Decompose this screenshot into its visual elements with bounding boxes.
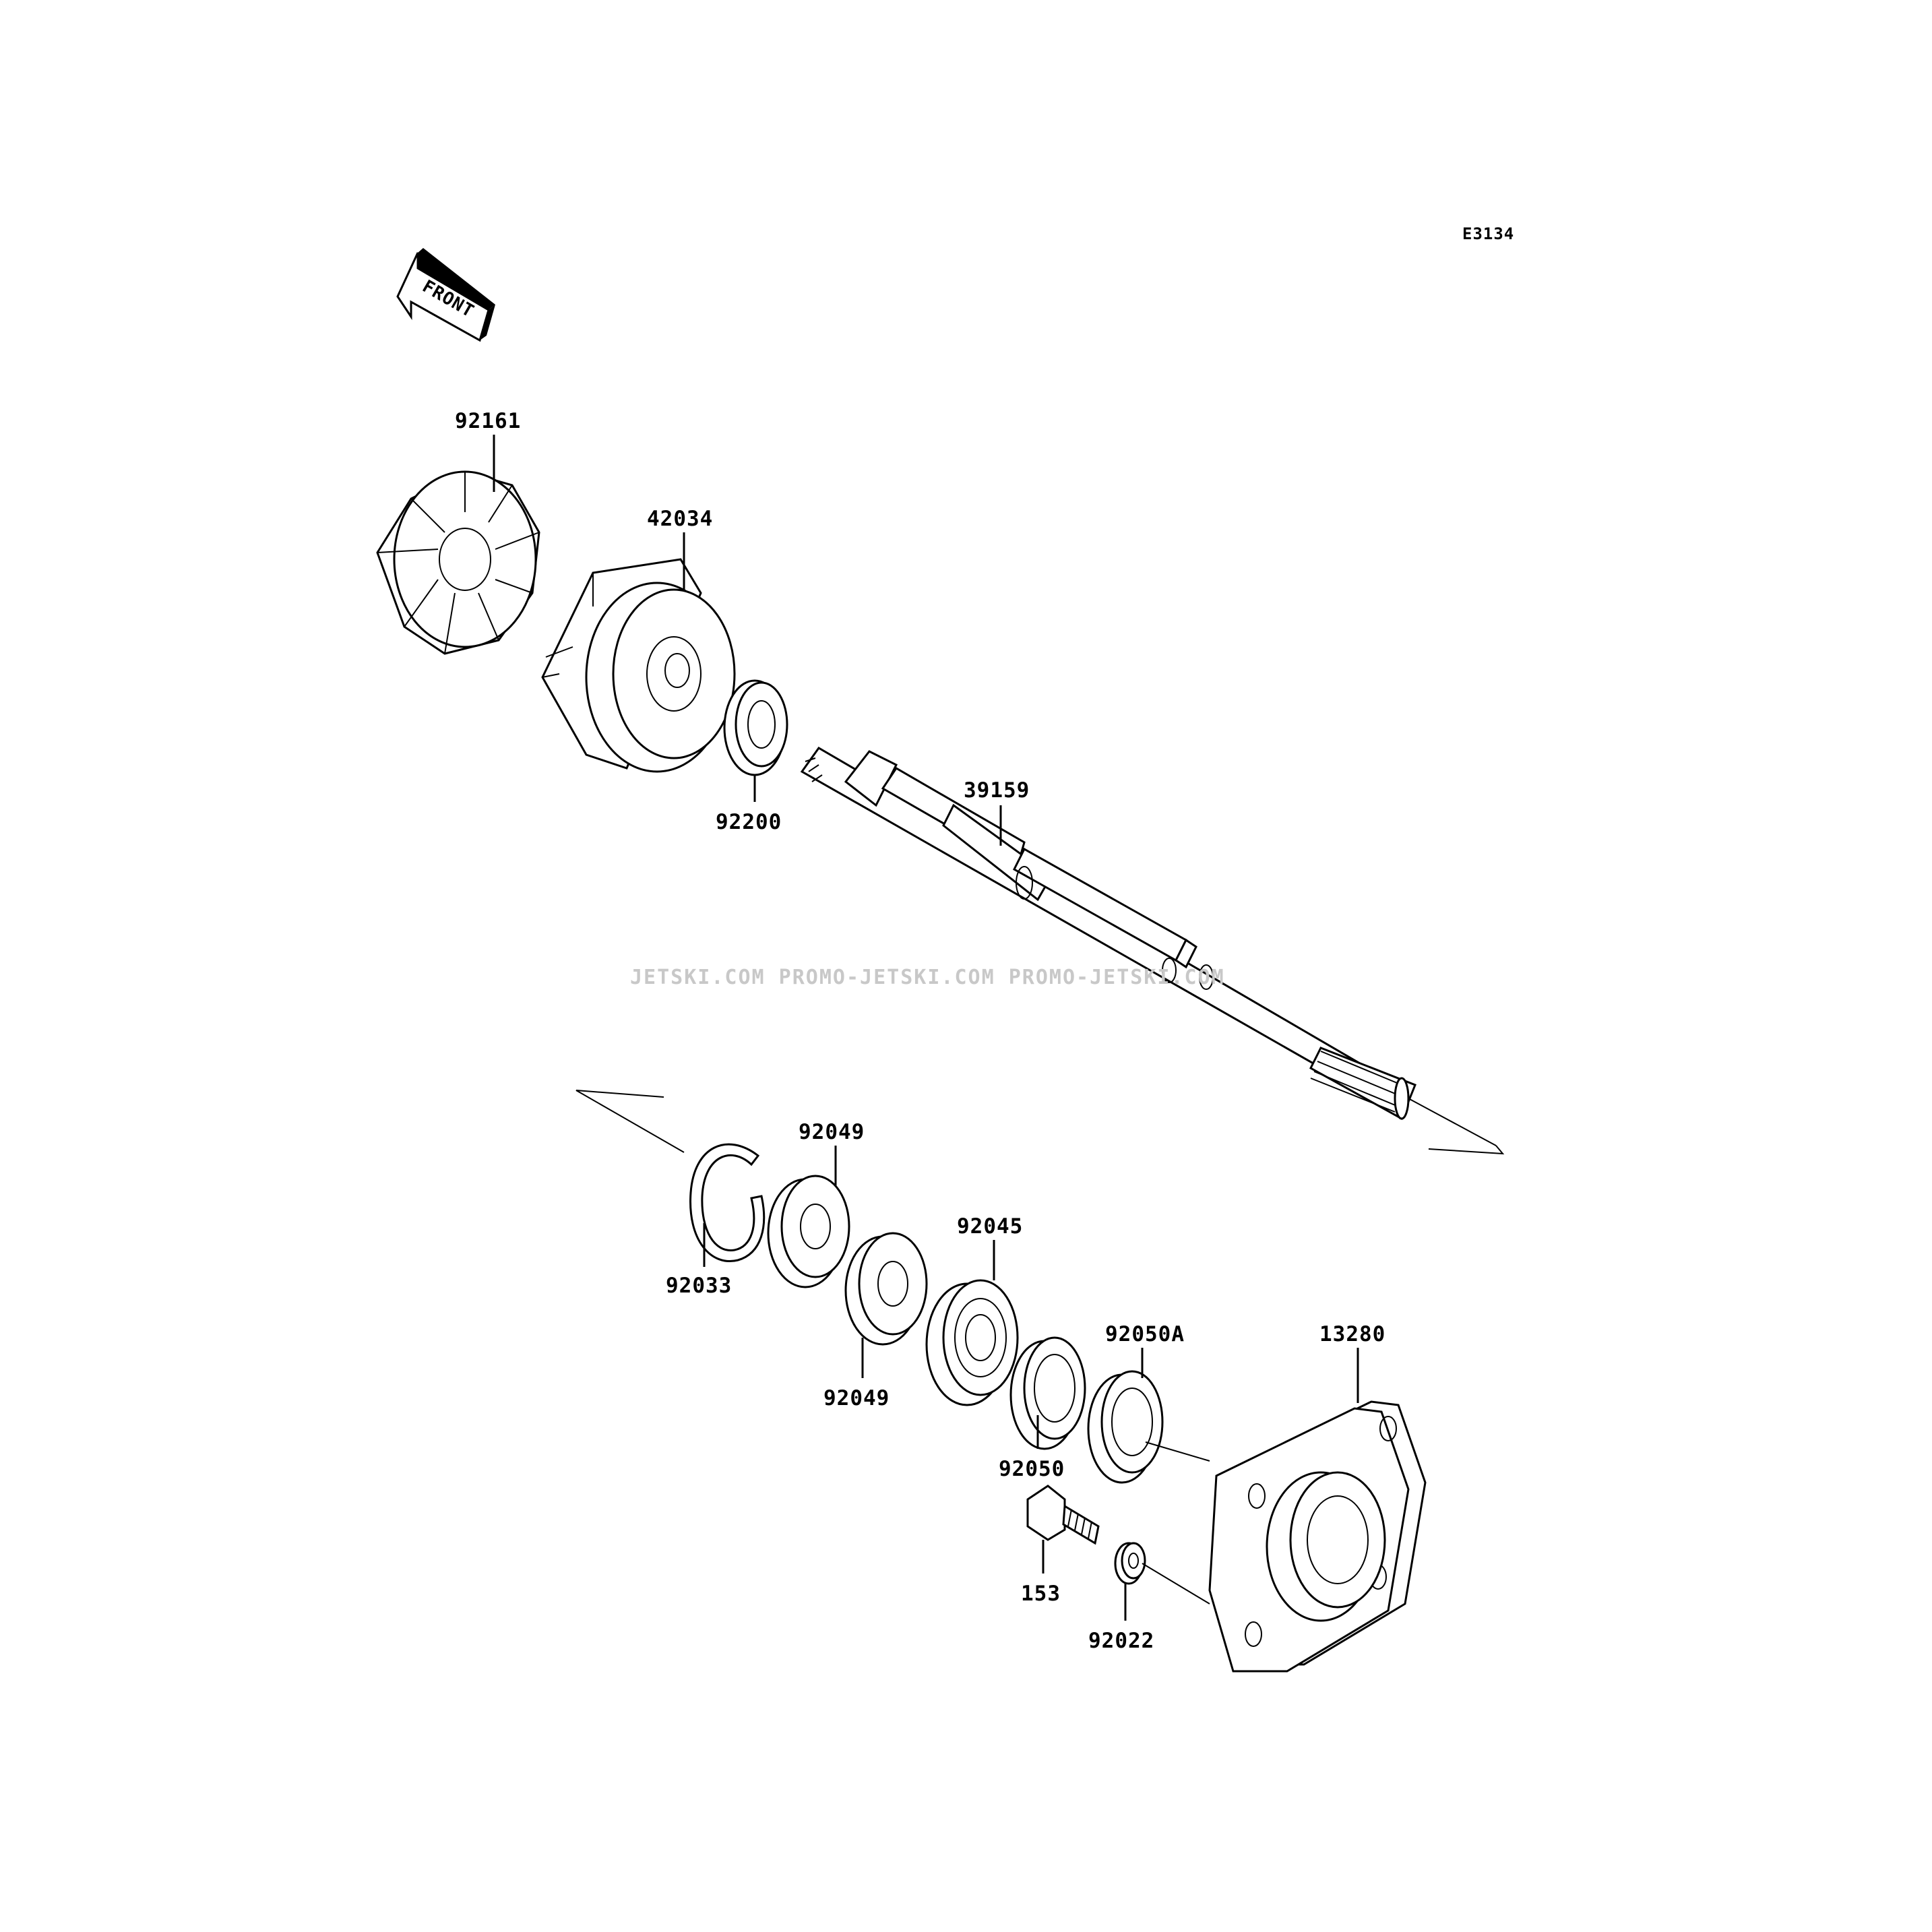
label-92050A: 92050A <box>1105 1322 1185 1346</box>
part-39159-drive-shaft <box>800 747 1497 1146</box>
label-92050: 92050 <box>999 1457 1065 1481</box>
part-13280-housing <box>1208 1400 1427 1673</box>
front-arrow-icon: FRONT <box>396 248 495 342</box>
label-92033: 92033 <box>666 1274 732 1298</box>
assembly-guide-left <box>575 1090 685 1153</box>
label-153: 153 <box>1021 1582 1061 1606</box>
diagram-code: E3134 <box>1462 224 1514 243</box>
assembly-guide-right <box>1428 1145 1505 1155</box>
part-92161-damper <box>376 470 540 655</box>
part-92049-washer-a <box>767 1175 850 1288</box>
label-92045: 92045 <box>957 1214 1023 1239</box>
part-92045-bearing <box>925 1279 1019 1406</box>
label-39159: 39159 <box>964 778 1030 803</box>
part-92200-washer <box>723 679 788 776</box>
watermark: JETSKI.COM PROMO-JETSKI.COM PROMO-JETSKI… <box>630 966 1225 989</box>
part-42034-coupler <box>541 558 736 773</box>
label-42034: 42034 <box>647 507 713 531</box>
label-92161: 92161 <box>455 409 521 433</box>
part-92049-washer-b <box>844 1232 928 1346</box>
part-92050-oil-seal <box>1009 1336 1086 1450</box>
label-92049-b: 92049 <box>823 1386 890 1410</box>
part-92022-washer <box>1114 1542 1146 1585</box>
part-92050A-oil-seal <box>1087 1370 1164 1484</box>
label-92022: 92022 <box>1088 1629 1154 1653</box>
part-92033-circlip <box>689 1143 766 1262</box>
part-153-bolt <box>1026 1485 1100 1545</box>
label-13280: 13280 <box>1319 1322 1385 1346</box>
label-92200: 92200 <box>716 810 782 834</box>
label-92049-a: 92049 <box>799 1120 865 1144</box>
